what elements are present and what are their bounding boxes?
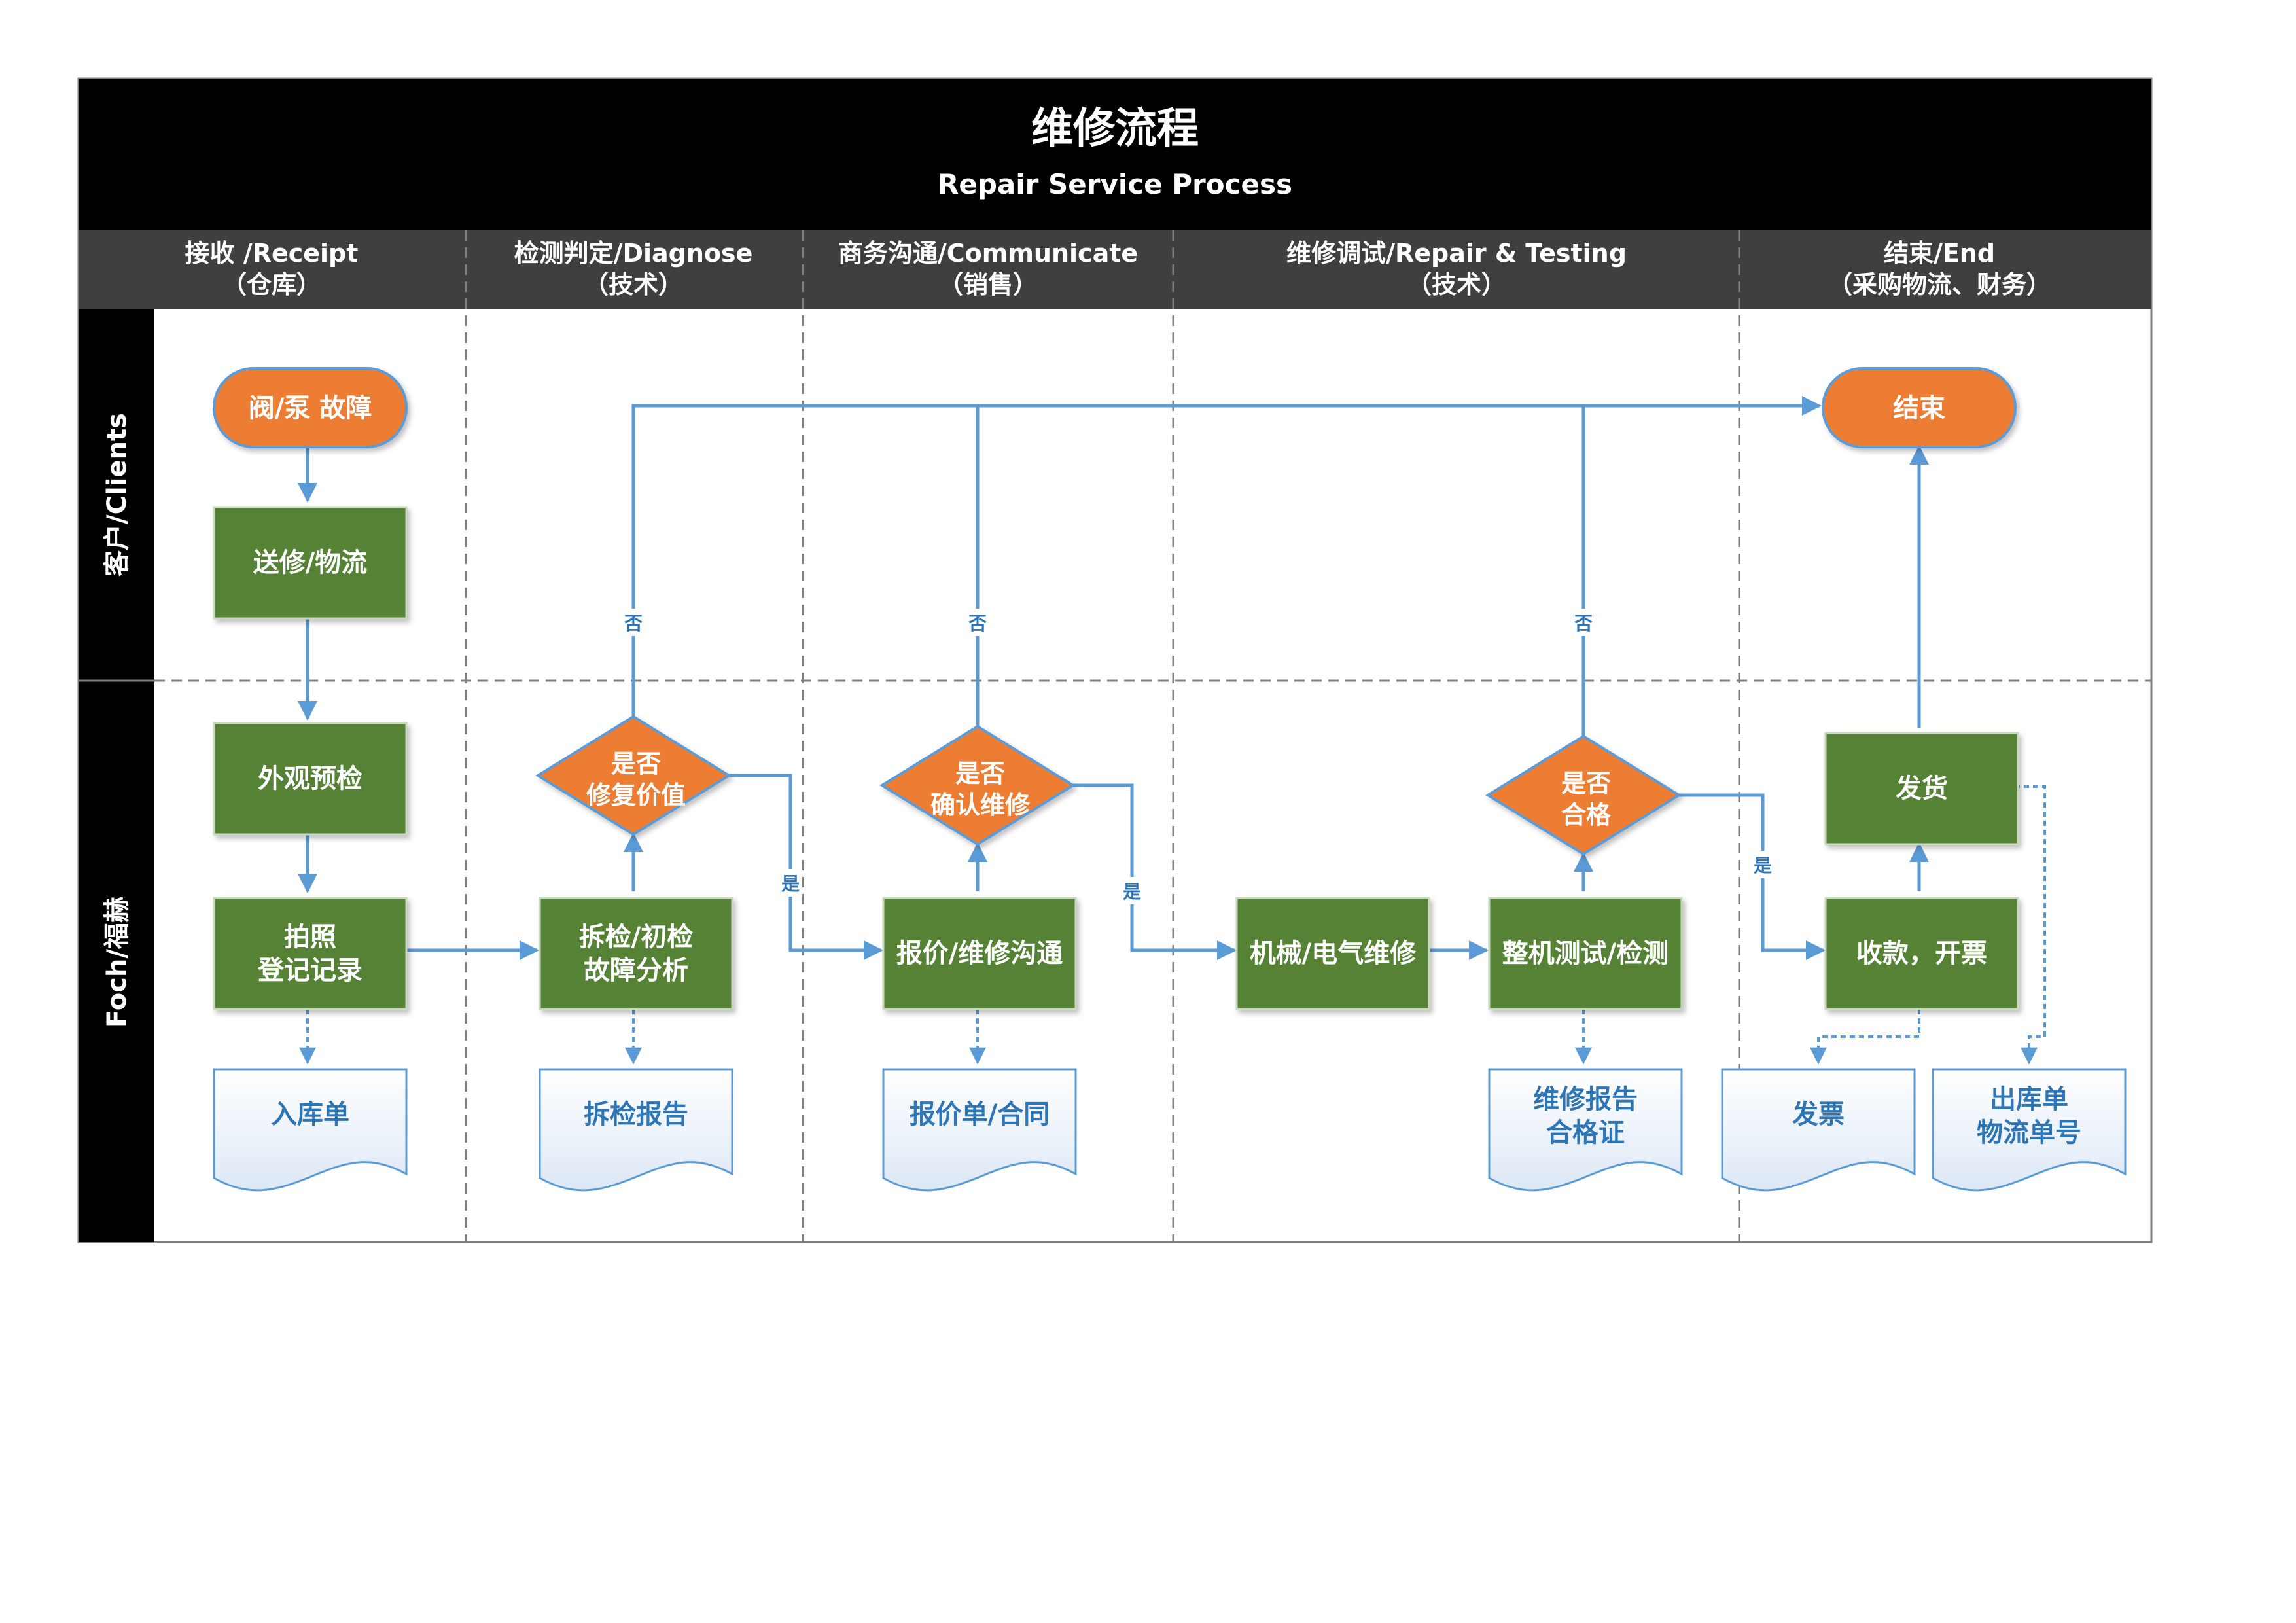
inspect-label: 外观预检 [258,764,362,794]
decision-pass-line1: 是否 [1561,769,1611,798]
no-label-pass: 否 [1574,613,1593,634]
process-send-repair[interactable] [213,506,408,620]
process-inspect[interactable] [213,722,408,836]
decision-confirm-repair[interactable] [879,724,1076,846]
dotted-ship-to-shipping [2015,785,2046,1065]
process-photo-register[interactable] [213,897,408,1010]
column-header-receipt: 接收 /Receipt （仓库） [185,239,359,299]
photo-label-line2: 登记记录 [257,955,362,986]
quote-label: 报价/维修沟通 [896,938,1063,969]
column-header-bar [79,230,2151,309]
column-repair-role: （技术） [1407,270,1506,299]
invoice-label: 发票 [1792,1099,1845,1130]
shipping-line2: 物流单号 [1977,1118,2081,1148]
column-header-communicate: 商务沟通/Communicate （销售） [838,239,1138,299]
dotted-payment-to-invoice [1810,1009,1920,1065]
lane-header-band [79,309,154,1242]
document-shipping[interactable] [1932,1068,2127,1192]
column-end-role: （采购物流、财务） [1828,270,2051,299]
title-bar [79,79,2151,230]
quotation-label: 报价单/合同 [910,1099,1050,1130]
decision-pass-line2: 合格 [1561,800,1612,829]
column-receipt-title: 接收 /Receipt [185,239,359,268]
document-receipt[interactable] [213,1068,408,1192]
lane-label-clients: 客户/Clients [102,413,132,577]
branch-labels: 否 否 否 是 是 是 [622,609,1775,904]
test-label: 整机测试/检测 [1502,938,1669,969]
document-repair-report[interactable] [1488,1068,1683,1192]
decision-confirm-line1: 是否 [955,759,1005,788]
no-label-confirm: 否 [968,613,987,634]
document-inspection-report[interactable] [539,1068,733,1192]
inspection-report-label: 拆检报告 [584,1099,688,1130]
decision-repair-value[interactable] [535,715,732,836]
process-test[interactable] [1488,897,1683,1010]
column-header-repair: 维修调试/Repair & Testing （技术） [1286,239,1627,299]
process-disassemble[interactable] [539,897,733,1010]
decision-value-line2: 修复价值 [586,781,686,810]
arrow-decision-value-yes [729,774,883,960]
main-title: 维修流程 [1031,105,1199,153]
repair-report-line1: 维修报告 [1533,1084,1638,1115]
disassemble-label-line2: 故障分析 [584,955,688,986]
disassemble-label-line1: 拆检/初检 [579,922,694,952]
decision-pass[interactable] [1485,734,1682,856]
repair-report-line2: 合格证 [1546,1118,1625,1148]
end-terminal[interactable] [1822,367,2017,448]
photo-label-line1: 拍照 [284,922,336,952]
decision-confirm-line2: 确认维修 [930,791,1031,819]
sub-title: Repair Service Process [938,168,1292,200]
send-repair-label: 送修/物流 [253,548,368,578]
yes-label-pass: 是 [1754,855,1772,876]
column-end-title: 结束/End [1884,239,1995,268]
document-connectors [299,785,2046,1065]
arrow-decision-confirm-yes [1073,783,1237,960]
column-repair-title: 维修调试/Repair & Testing [1286,239,1627,268]
column-diagnose-role: （技术） [584,270,683,299]
process-ship[interactable] [1824,732,2019,846]
no-label-value: 否 [624,613,643,634]
document-quotation[interactable] [882,1068,1077,1192]
process-repair[interactable] [1235,897,1430,1010]
process-quote[interactable] [882,897,1077,1010]
shipping-line1: 出库单 [1990,1084,2068,1115]
column-header-diagnose: 检测判定/Diagnose （技术） [514,239,753,299]
ship-label: 发货 [1896,774,1948,804]
column-diagnose-title: 检测判定/Diagnose [514,239,753,268]
start-terminal[interactable] [213,367,408,448]
payment-label: 收款，开票 [1856,938,1987,969]
column-receipt-role: （仓库） [222,270,321,299]
document-invoice[interactable] [1721,1068,1916,1192]
end-terminal-label: 结束 [1893,393,1945,423]
column-communicate-title: 商务沟通/Communicate [838,239,1138,268]
process-payment[interactable] [1824,897,2019,1010]
yes-label-confirm: 是 [1123,881,1141,902]
repair-label: 机械/电气维修 [1250,938,1417,969]
start-terminal-label: 阀/泵 故障 [249,393,372,423]
lane-label-foch: Foch/福赫 [102,897,132,1027]
decision-value-line1: 是否 [611,749,661,778]
yes-label-value: 是 [781,873,800,895]
receipt-doc-label: 入库单 [271,1099,349,1130]
column-header-end: 结束/End （采购物流、财务） [1828,239,2051,299]
column-communicate-role: （销售） [938,270,1038,299]
